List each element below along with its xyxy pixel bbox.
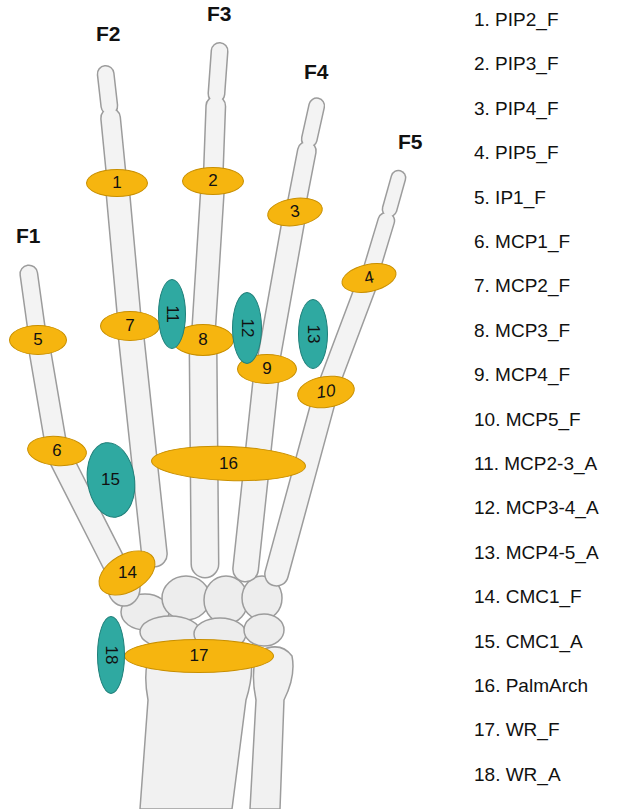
finger-label: F1	[16, 224, 41, 248]
flexion-ellipse: 7	[100, 311, 160, 341]
callout-number: 7	[125, 316, 134, 336]
flexion-ellipse: 3	[265, 194, 324, 230]
bone-segment	[106, 74, 110, 106]
finger-bones	[29, 51, 399, 574]
callout-number: 5	[33, 330, 42, 350]
joint-list-item: 12. MCP3-4_A	[474, 497, 599, 519]
joint-list-item: 4. PIP5_F	[474, 142, 559, 164]
flexion-ellipse: 10	[295, 372, 357, 412]
callout-number: 11	[162, 305, 182, 323]
finger-label: F4	[304, 60, 329, 84]
callout-number: 13	[303, 325, 323, 344]
bone-segment	[203, 187, 212, 334]
joint-list-item: 18. WR_A	[474, 764, 561, 786]
joint-list-item: 6. MCP1_F	[474, 231, 570, 253]
bone-segment	[106, 74, 110, 106]
bone-segment	[309, 106, 316, 139]
bone-segment	[309, 106, 316, 139]
bone-segment	[39, 346, 56, 445]
callout-number: 9	[262, 359, 271, 379]
flexion-ellipse: 4	[339, 258, 400, 297]
bone-segment	[118, 189, 130, 320]
bone-segment	[390, 178, 399, 209]
joint-list-item: 5. IP1_F	[474, 187, 546, 209]
callout-number: 15	[102, 470, 121, 490]
bone-segment	[268, 218, 294, 363]
abduction-ellipse: 12	[232, 292, 262, 364]
finger-label: F2	[96, 22, 121, 46]
bone-segment	[390, 178, 399, 209]
callout-number: 4	[362, 267, 375, 289]
joint-list-item: 8. MCP3_F	[474, 320, 570, 342]
callout-number: 14	[118, 563, 137, 583]
bone-segment	[213, 106, 216, 175]
bone-segment	[277, 398, 325, 574]
callout-number: 18	[101, 646, 121, 665]
bone-segment	[118, 189, 130, 320]
flexion-ellipse: 6	[26, 433, 88, 468]
flexion-ellipse: 2	[182, 167, 244, 195]
joint-list-item: 15. CMC1_A	[474, 631, 583, 653]
abduction-ellipse: 11	[158, 279, 186, 349]
callout-number: 12	[237, 319, 257, 338]
bone-segment	[131, 332, 155, 554]
callout-number: 6	[51, 441, 62, 462]
abduction-ellipse: 13	[298, 299, 328, 369]
joint-list-item: 3. PIP4_F	[474, 98, 559, 120]
joint-list-item: 7. MCP2_F	[474, 275, 570, 297]
joint-list-item: 1. PIP2_F	[474, 9, 559, 31]
flexion-ellipse: 1	[86, 169, 148, 197]
callout-number: 1	[112, 173, 121, 193]
joint-list-item: 17. WR_F	[474, 719, 560, 741]
flexion-ellipse: 5	[9, 325, 67, 355]
joint-list-item: 13. MCP4-5_A	[474, 542, 599, 564]
bone-segment	[216, 51, 219, 94]
bone-segment	[268, 218, 294, 363]
finger-label: F5	[398, 130, 423, 154]
joint-list-item: 9. MCP4_F	[474, 364, 570, 386]
bone-segment	[213, 106, 216, 175]
joint-list-item: 10. MCP5_F	[474, 409, 581, 431]
finger-label: F3	[207, 2, 232, 26]
joint-list-item: 14. CMC1_F	[474, 586, 582, 608]
abduction-ellipse: 18	[97, 616, 125, 694]
flexion-ellipse: 17	[124, 639, 274, 673]
callout-number: 3	[289, 201, 301, 222]
callout-number: 2	[208, 171, 217, 191]
bone-segment	[131, 332, 155, 554]
callout-number: 10	[315, 381, 337, 403]
callout-number: 8	[198, 330, 207, 350]
flexion-ellipse: 16	[150, 443, 306, 483]
bone-segment	[216, 51, 219, 94]
callout-number: 17	[190, 646, 209, 666]
joint-list-item: 16. PalmArch	[474, 675, 588, 697]
joint-list-item: 2. PIP3_F	[474, 53, 559, 75]
bone-segment	[328, 284, 367, 387]
bone-segment	[328, 284, 367, 387]
joint-list-item: 11. MCP2-3_A	[474, 453, 597, 475]
bone-segment	[203, 187, 212, 334]
bone-segment	[277, 398, 325, 574]
callout-number: 16	[219, 453, 238, 473]
bone-segment	[39, 346, 56, 445]
